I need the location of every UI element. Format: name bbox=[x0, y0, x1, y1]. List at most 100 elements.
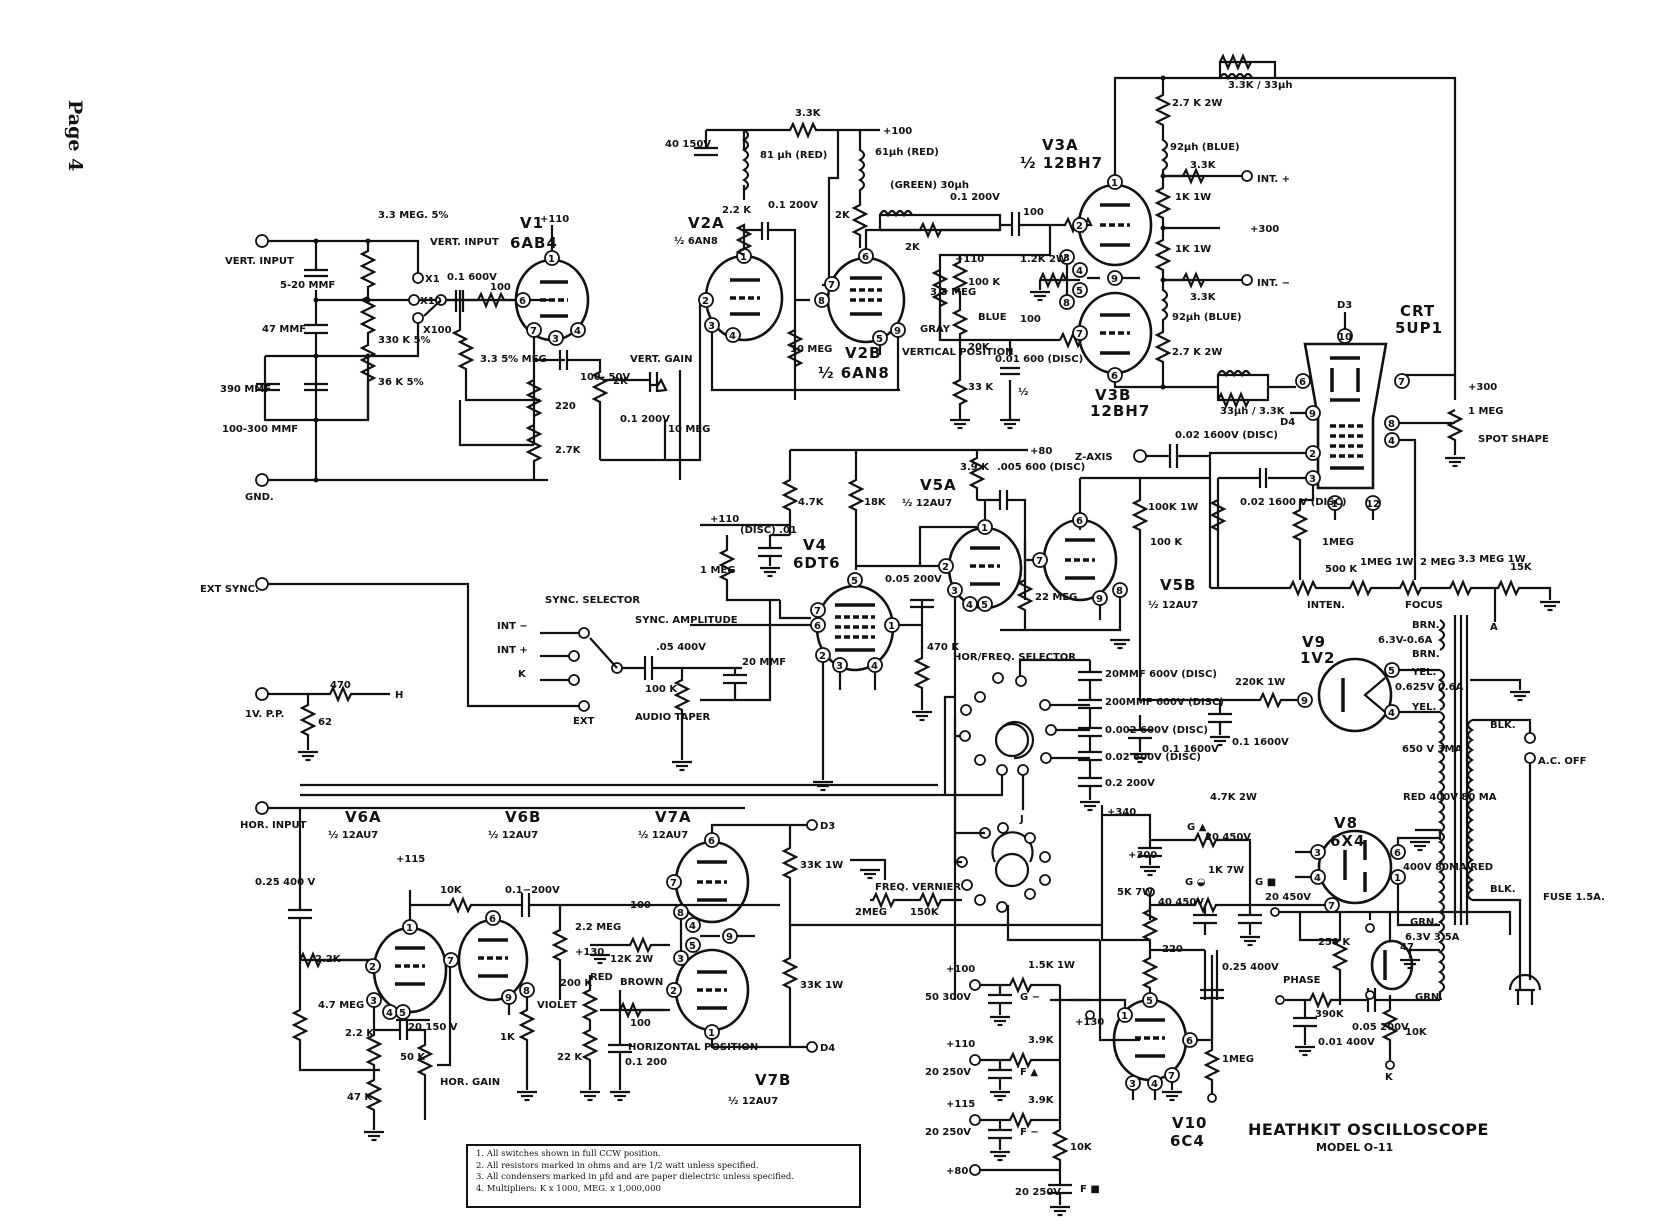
svg-text:9: 9 bbox=[1301, 696, 1308, 707]
v5b-type: ½ 12AU7 bbox=[1148, 600, 1198, 611]
label-2k: 2K bbox=[835, 210, 851, 221]
switch-x100[interactable] bbox=[412, 312, 424, 324]
label-100-v7b: 100 bbox=[630, 1018, 651, 1029]
schematic-title: HEATHKIT OSCILLOSCOPE bbox=[1248, 1120, 1489, 1139]
terminal-labels: VERT. INPUT GND. EXT SYNC. 1V. P.P. HOR.… bbox=[200, 256, 1113, 831]
label-1meg-spot: 1 MEG bbox=[1468, 406, 1503, 417]
label-2-2k: 2.2 K bbox=[722, 205, 752, 216]
label-20-450v-b: 20 450V bbox=[1265, 892, 1311, 903]
label-g-square: G ■ bbox=[1255, 877, 1276, 888]
label-f-minus: F − bbox=[1020, 1127, 1039, 1138]
svg-text:9: 9 bbox=[894, 326, 901, 337]
label-b-plus-110-c: +110 bbox=[710, 514, 739, 525]
sync-k-contact[interactable] bbox=[568, 674, 580, 686]
label-3-3meg-pos: 3.3 MEG bbox=[930, 287, 976, 298]
label-005-600-disc: .005 600 (DISC) bbox=[997, 462, 1085, 473]
label-brn-2: BRN. bbox=[1412, 649, 1440, 660]
label-2-2meg: 2.2 MEG bbox=[575, 922, 621, 933]
label-22k: 22 K bbox=[557, 1052, 583, 1063]
int-plus-terminal[interactable] bbox=[1241, 170, 1253, 182]
gnd-terminal[interactable] bbox=[255, 473, 269, 487]
svg-text:5: 5 bbox=[1146, 996, 1153, 1007]
power-supply: 9 5 4 3 4 6 1 7 5 1 6 7 3 4 bbox=[969, 615, 1542, 1217]
d4-terminal[interactable] bbox=[806, 1041, 818, 1053]
switch-x10[interactable] bbox=[408, 294, 420, 306]
label-220k-1w: 220K 1W bbox=[1235, 677, 1285, 688]
int-minus-terminal[interactable] bbox=[1241, 274, 1253, 286]
label-0-02-1600v-b: 0.02 1600 V (DISC) bbox=[1240, 497, 1346, 508]
label-05-400v: .05 400V bbox=[656, 642, 706, 653]
tube-v3: 1 2 3 4 5 9 8 7 6 bbox=[1059, 53, 1457, 409]
label-2meg: 2 MEG bbox=[1420, 557, 1455, 568]
svg-text:7: 7 bbox=[814, 606, 821, 617]
svg-text:5: 5 bbox=[851, 576, 858, 587]
sync-int-minus-contact[interactable] bbox=[578, 627, 590, 639]
b-plus-80-terminal[interactable] bbox=[969, 1164, 981, 1176]
label-0-25-400v-hor: 0.25 400 V bbox=[255, 877, 316, 888]
hor-input-terminal[interactable] bbox=[255, 801, 269, 815]
label-20-250v-a: 20 250V bbox=[925, 1067, 971, 1078]
label-0-1-200-v7: 0.1 200 bbox=[625, 1057, 667, 1068]
label-2-7k: 2.7K bbox=[555, 445, 582, 456]
label-4-7k: 4.7K bbox=[798, 497, 825, 508]
label-470: 470 bbox=[330, 680, 351, 691]
v8-name: V8 bbox=[1334, 814, 1358, 832]
label-3-3meg-1w: 3.3 MEG 1W bbox=[1458, 554, 1526, 565]
d3-terminal[interactable] bbox=[806, 819, 818, 831]
label-f-square: F ■ bbox=[1080, 1184, 1100, 1195]
label-33k-1w-a: 33K 1W bbox=[800, 860, 843, 871]
label-blue: BLUE bbox=[978, 312, 1007, 323]
label-100k-1w: 100K 1W bbox=[1148, 502, 1198, 513]
svg-text:8: 8 bbox=[1388, 419, 1395, 430]
label-650v-3ma: 650 V 3MA bbox=[1402, 744, 1462, 755]
label-10k-phase: 10K bbox=[1405, 1027, 1428, 1038]
horizontal-position-label: HORIZONTAL POSITION bbox=[628, 1042, 758, 1053]
label-5-20mmf: 5-20 MMF bbox=[280, 280, 335, 291]
label-b-plus-300: +300 bbox=[1250, 224, 1279, 235]
label-b-plus-80: +80 bbox=[1030, 446, 1052, 457]
vert-input-terminal[interactable] bbox=[255, 234, 269, 248]
ac-off-switch[interactable] bbox=[1524, 752, 1536, 764]
b-plus-115-terminal[interactable] bbox=[969, 1114, 981, 1126]
sync-selector-label: SYNC. SELECTOR bbox=[545, 595, 640, 606]
label-b-plus-300-b: +300 bbox=[1128, 850, 1157, 861]
label-40-150v: 40 150V bbox=[665, 139, 711, 150]
label-400v-80ma-red: 400V 80MA RED bbox=[1403, 862, 1493, 873]
label-250k: 250 K bbox=[1318, 937, 1351, 948]
svg-text:3: 3 bbox=[1314, 848, 1321, 859]
one-volt-pp-terminal[interactable] bbox=[255, 687, 269, 701]
label-violet: VIOLET bbox=[537, 1000, 577, 1011]
label-1-5k-1w: 1.5K 1W bbox=[1028, 960, 1075, 971]
label-100k: 100 K bbox=[968, 277, 1001, 288]
label-1meg-v10: 1MEG bbox=[1222, 1054, 1254, 1065]
svg-text:4: 4 bbox=[1388, 708, 1395, 719]
label-3-3meg: 3.3 5% MEG bbox=[480, 354, 547, 365]
label-int-plus: INT. + bbox=[1257, 174, 1290, 185]
label-220-v10: 220 bbox=[1162, 944, 1183, 955]
label-92uh-a: 92µh (BLUE) bbox=[1170, 142, 1240, 153]
vertical-position-network bbox=[878, 209, 1093, 430]
label-220: 220 bbox=[555, 401, 576, 412]
label-20mmf: 20 MMF bbox=[742, 657, 786, 668]
label-33k: 33 K bbox=[968, 382, 994, 393]
svg-text:7: 7 bbox=[670, 878, 677, 889]
switch-x1[interactable] bbox=[412, 272, 424, 284]
v2b-name: V2B bbox=[845, 344, 881, 362]
svg-text:5: 5 bbox=[1076, 286, 1083, 297]
b-plus-110-terminal[interactable] bbox=[969, 1054, 981, 1066]
sync-ext-contact[interactable] bbox=[578, 700, 590, 712]
label-b-plus-115-v6: +115 bbox=[396, 854, 425, 865]
v1-name: V1 bbox=[520, 214, 544, 232]
svg-text:7: 7 bbox=[1168, 1071, 1175, 1082]
b-plus-100-terminal[interactable] bbox=[969, 979, 981, 991]
v6b-type: ½ 12AU7 bbox=[488, 830, 538, 841]
svg-text:6: 6 bbox=[1299, 377, 1306, 388]
sync-int-plus-contact[interactable] bbox=[568, 650, 580, 662]
z-axis-terminal[interactable] bbox=[1133, 449, 1147, 463]
svg-text:2: 2 bbox=[942, 562, 949, 573]
selector-contacts bbox=[956, 672, 1057, 913]
label-0-1-600v: 0.1 600V bbox=[447, 272, 497, 283]
label-1k-v6b: 1K bbox=[500, 1032, 516, 1043]
label-0-25-400v: 0.25 400V bbox=[1222, 962, 1279, 973]
svg-text:4: 4 bbox=[689, 921, 696, 932]
